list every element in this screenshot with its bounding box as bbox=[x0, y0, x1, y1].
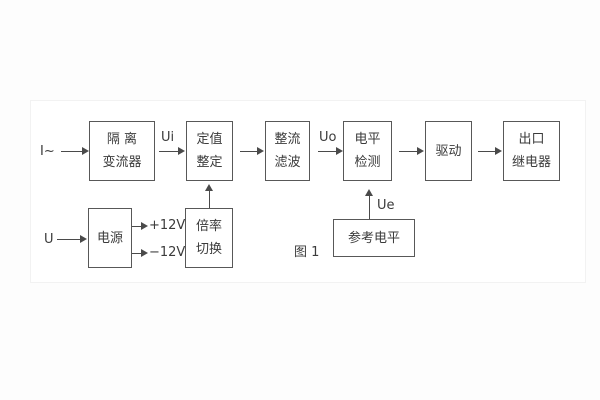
signal-uo-label: Uo bbox=[319, 130, 337, 145]
block-label: 继电器 bbox=[511, 155, 551, 170]
block-label: 整流 bbox=[274, 132, 301, 147]
arrowhead-right-icon bbox=[417, 147, 424, 155]
block-label: 参考电平 bbox=[347, 230, 400, 246]
arrowhead-up-icon bbox=[205, 184, 213, 191]
block-output-relay: 出口 继电器 bbox=[503, 121, 560, 181]
block-label: 整定 bbox=[196, 155, 223, 170]
block-label: 隔 离 bbox=[106, 132, 138, 147]
figure-caption: 图 1 bbox=[294, 245, 320, 260]
input-voltage-label: U bbox=[44, 232, 54, 247]
arrowhead-right-icon bbox=[80, 235, 87, 243]
arrowhead-right-icon bbox=[495, 147, 502, 155]
block-level-detect: 电平 检测 bbox=[343, 121, 392, 181]
block-label: 驱动 bbox=[435, 143, 462, 159]
block-label: 切换 bbox=[195, 242, 222, 257]
block-label: 出口 bbox=[518, 132, 545, 147]
signal-ue-label: Ue bbox=[377, 198, 395, 213]
arrowhead-right-icon bbox=[141, 249, 148, 257]
block-label: 电源 bbox=[96, 230, 123, 246]
block-label: 检测 bbox=[354, 155, 381, 170]
arrowhead-right-icon bbox=[336, 147, 343, 155]
block-rectify-filter: 整流 滤波 bbox=[265, 121, 310, 181]
block-label: 变流器 bbox=[102, 155, 142, 170]
arrow-level-to-drive bbox=[399, 151, 417, 152]
block-multiplier-switch: 倍率 切换 bbox=[185, 208, 233, 268]
arrow-reference-to-level bbox=[369, 196, 370, 219]
block-reference-level: 参考电平 bbox=[333, 219, 415, 257]
arrowhead-right-icon bbox=[82, 147, 89, 155]
arrow-isolation-to-setting bbox=[159, 151, 178, 152]
signal-ui-label: Ui bbox=[161, 130, 175, 145]
block-setpoint-adjust: 定值 整定 bbox=[186, 121, 233, 181]
block-label: 滤波 bbox=[274, 155, 301, 170]
block-power-supply: 电源 bbox=[88, 208, 132, 268]
block-drive: 驱动 bbox=[425, 121, 472, 181]
arrow-multiplier-to-setting bbox=[209, 191, 210, 208]
arrow-power-plus12v bbox=[132, 226, 141, 227]
input-current-label: I~ bbox=[40, 144, 55, 159]
arrow-rectifier-to-level bbox=[318, 151, 336, 152]
arrowhead-right-icon bbox=[257, 147, 264, 155]
supply-minus12v-label: −12V bbox=[149, 245, 186, 260]
supply-plus12v-label: +12V bbox=[149, 218, 186, 233]
arrow-current-to-isolation bbox=[61, 151, 82, 152]
arrow-drive-to-relay bbox=[478, 151, 495, 152]
block-label: 定值 bbox=[196, 132, 223, 147]
arrow-voltage-to-power bbox=[57, 239, 80, 240]
arrowhead-up-icon bbox=[365, 189, 373, 196]
block-label: 倍率 bbox=[195, 219, 222, 234]
block-label: 电平 bbox=[354, 132, 381, 147]
arrow-setting-to-rectifier bbox=[240, 151, 257, 152]
arrow-power-minus12v bbox=[132, 253, 141, 254]
arrowhead-right-icon bbox=[141, 222, 148, 230]
block-isolation-transformer: 隔 离 变流器 bbox=[89, 121, 155, 181]
arrowhead-right-icon bbox=[178, 147, 185, 155]
